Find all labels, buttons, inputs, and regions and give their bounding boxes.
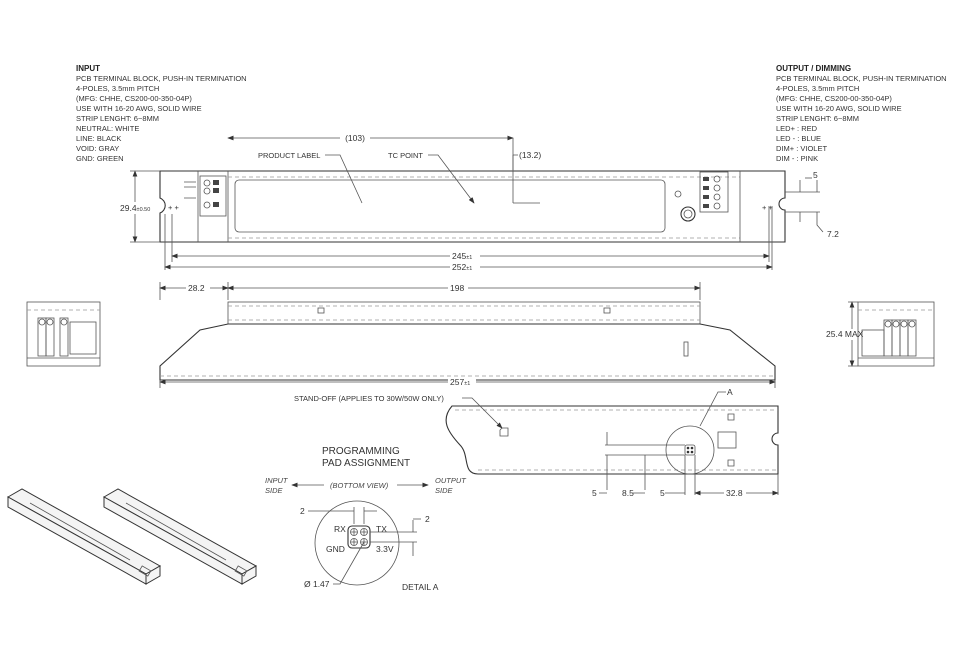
standoff-callout: STAND-OFF (APPLIES TO 30W/50W ONLY) xyxy=(294,394,444,403)
svg-text:+ +: + + xyxy=(762,203,773,212)
detail-ref-a: A xyxy=(727,387,733,397)
output-spec-line: LED - : BLUE xyxy=(776,134,821,143)
input-spec-line: USE WITH 16-20 AWG, SOLID WIRE xyxy=(76,104,202,113)
standoff xyxy=(499,427,509,437)
left-end-view xyxy=(26,301,101,367)
output-spec: OUTPUT / DIMMING PCB TERMINAL BLOCK, PUS… xyxy=(776,64,947,163)
input-spec-line: (MFG: CHHE, CS200-00-350-04P) xyxy=(76,94,192,103)
detail-a: PROGRAMMING PAD ASSIGNMENT INPUT SIDE (B… xyxy=(265,446,467,592)
knob xyxy=(680,206,696,222)
output-spec-line: STRIP LENGHT: 6~8MM xyxy=(776,114,859,123)
dim-252: 252±1 xyxy=(452,262,472,272)
dim-257: 257±1 xyxy=(450,377,470,387)
top-view: + + + + (103) PRODUCT LABEL TC POINT (13… xyxy=(118,132,839,273)
input-terminal-block xyxy=(184,175,227,217)
isometric-view-1 xyxy=(6,488,162,585)
pad-pitch-v: 2 xyxy=(425,514,430,524)
dim-103: (103) xyxy=(345,133,365,143)
detail-a-caption: DETAIL A xyxy=(402,582,439,592)
dim-5: 5 xyxy=(813,170,818,180)
dim-25-4-max: 25.4 MAX xyxy=(826,329,864,339)
dim-height: 29.4±0.50 xyxy=(120,203,150,213)
programming-pad xyxy=(684,444,696,456)
output-spec-line: PCB TERMINAL BLOCK, PUSH-IN TERMINATION xyxy=(776,74,947,83)
pad-gnd: GND xyxy=(326,544,345,554)
pad-tx: TX xyxy=(376,524,387,534)
dim-5-b: 5 xyxy=(660,488,665,498)
pad-pitch-h: 2 xyxy=(300,506,305,516)
dim-245: 245±1 xyxy=(452,251,472,261)
output-side-label: OUTPUT xyxy=(435,476,467,485)
dim-13-2: (13.2) xyxy=(519,150,541,160)
output-spec-line: 4-POLES, 3.5mm PITCH xyxy=(776,84,859,93)
detail-title-1: PROGRAMMING xyxy=(322,446,400,457)
input-spec: INPUT PCB TERMINAL BLOCK, PUSH-IN TERMIN… xyxy=(76,64,247,163)
bottom-view: STAND-OFF (APPLIES TO 30W/50W ONLY) A 5 … xyxy=(294,387,779,498)
detail-a-circle xyxy=(665,425,715,475)
side-view: 28.2 198 257±1 xyxy=(159,282,776,388)
product-label-area xyxy=(234,179,666,233)
pad-group xyxy=(347,525,371,549)
input-spec-line: 4-POLES, 3.5mm PITCH xyxy=(76,84,159,93)
output-spec-line: DIM+ : VIOLET xyxy=(776,144,827,153)
output-spec-line: LED+ : RED xyxy=(776,124,818,133)
pad-3-3v: 3.3V xyxy=(376,544,394,554)
dim-32-8: 32.8 xyxy=(726,488,743,498)
dim-5-a: 5 xyxy=(592,488,597,498)
product-label-callout: PRODUCT LABEL xyxy=(258,151,320,160)
input-spec-line: STRIP LENGHT: 6~8MM xyxy=(76,114,159,123)
dim-198: 198 xyxy=(450,283,464,293)
bottom-view-label: (BOTTOM VIEW) xyxy=(330,481,389,490)
input-spec-line: NEUTRAL: WHITE xyxy=(76,124,139,133)
input-side-label: SIDE xyxy=(265,486,284,495)
right-end-view: 25.4 MAX xyxy=(825,301,935,367)
output-side-label: SIDE xyxy=(435,486,454,495)
dim-28-2: 28.2 xyxy=(188,283,205,293)
dim-7-2: 7.2 xyxy=(827,229,839,239)
detail-title-2: PAD ASSIGNMENT xyxy=(322,458,410,469)
detail-circle xyxy=(314,500,400,586)
input-spec-title: INPUT xyxy=(76,64,100,73)
output-spec-line: USE WITH 16-20 AWG, SOLID WIRE xyxy=(776,104,902,113)
svg-text:+ +: + + xyxy=(168,203,179,212)
bottom-housing xyxy=(445,405,779,475)
output-spec-title: OUTPUT / DIMMING xyxy=(776,64,851,73)
output-terminal-block xyxy=(699,171,741,242)
led-indicator xyxy=(674,190,682,198)
input-spec-line: GND: GREEN xyxy=(76,154,124,163)
input-side-label: INPUT xyxy=(265,476,289,485)
input-spec-line: LINE: BLACK xyxy=(76,134,121,143)
dim-8-5: 8.5 xyxy=(622,488,634,498)
input-spec-line: PCB TERMINAL BLOCK, PUSH-IN TERMINATION xyxy=(76,74,247,83)
output-spec-line: (MFG: CHHE, CS200-00-350-04P) xyxy=(776,94,892,103)
input-spec-line: VOID: GRAY xyxy=(76,144,119,153)
output-spec-line: DIM - : PINK xyxy=(776,154,818,163)
housing-outline xyxy=(159,170,786,243)
pad-diameter: Ø 1.47 xyxy=(304,579,330,589)
tc-point-callout: TC POINT xyxy=(388,151,423,160)
isometric-view-2 xyxy=(102,488,258,585)
side-housing xyxy=(159,323,776,381)
pad-rx: RX xyxy=(334,524,346,534)
